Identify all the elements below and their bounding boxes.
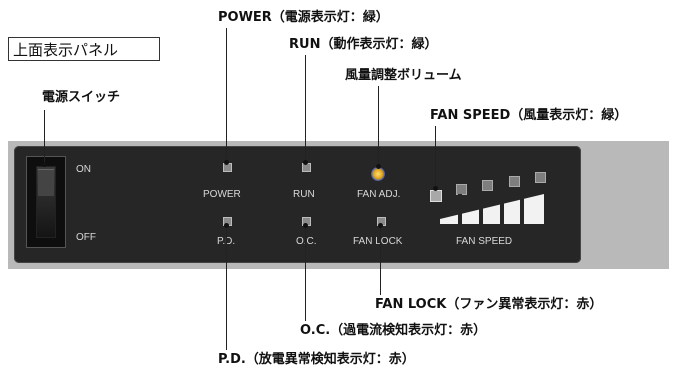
leader-dot-switch bbox=[42, 162, 47, 167]
callout-run: RUN（動作表示灯：緑） bbox=[289, 37, 438, 52]
leader-dot-oc bbox=[303, 223, 308, 228]
fan-adjust-knob[interactable] bbox=[371, 167, 385, 181]
fan-speed-led-3 bbox=[482, 180, 493, 191]
leader-dot-fan-lock bbox=[378, 223, 383, 228]
callout-pd: P.D.（放電異常検知表示灯：赤） bbox=[218, 352, 415, 367]
leader-line-fan-lock bbox=[380, 225, 381, 295]
leader-line-fan-speed bbox=[435, 126, 436, 188]
leader-line-volume bbox=[378, 86, 379, 166]
leader-dot-run bbox=[303, 160, 308, 165]
fan-lock-label: FAN LOCK bbox=[353, 236, 403, 247]
power-switch-rocker-top bbox=[38, 169, 54, 196]
leader-dot-power bbox=[224, 160, 229, 165]
callout-oc: O.C.（過電流検知表示灯：赤） bbox=[300, 323, 487, 338]
callout-fan-lock: FAN LOCK（ファン異常表示灯：赤） bbox=[375, 297, 603, 312]
callout-fan-speed: FAN SPEED（風量表示灯：緑） bbox=[430, 108, 628, 123]
power-label: POWER bbox=[203, 189, 241, 200]
fan-adj-label: FAN ADJ. bbox=[357, 189, 401, 200]
leader-line-pd bbox=[226, 225, 227, 350]
leader-dot-fan-speed bbox=[433, 186, 438, 191]
run-label: RUN bbox=[293, 189, 315, 200]
leader-dot-pd bbox=[224, 223, 229, 228]
callout-power-switch: 電源スイッチ bbox=[42, 90, 121, 105]
fan-speed-label: FAN SPEED bbox=[456, 236, 513, 247]
leader-dot-volume bbox=[376, 164, 381, 169]
callout-volume: 風量調整ボリューム bbox=[345, 68, 462, 83]
fan-speed-led-4 bbox=[509, 176, 520, 187]
fan-speed-ramp-icon bbox=[440, 194, 544, 224]
leader-line-run bbox=[305, 55, 306, 162]
callout-power: POWER（電源表示灯：緑） bbox=[218, 10, 389, 25]
leader-line-oc bbox=[305, 225, 306, 321]
section-title: 上面表示パネル bbox=[8, 37, 160, 61]
switch-on-label: ON bbox=[76, 164, 91, 175]
switch-off-label: OFF bbox=[76, 232, 96, 243]
leader-line-switch bbox=[44, 110, 45, 164]
leader-line-power bbox=[226, 28, 227, 162]
fan-speed-led-5 bbox=[535, 172, 546, 183]
oc-label: O.C. bbox=[296, 236, 317, 247]
display-panel bbox=[14, 146, 581, 263]
